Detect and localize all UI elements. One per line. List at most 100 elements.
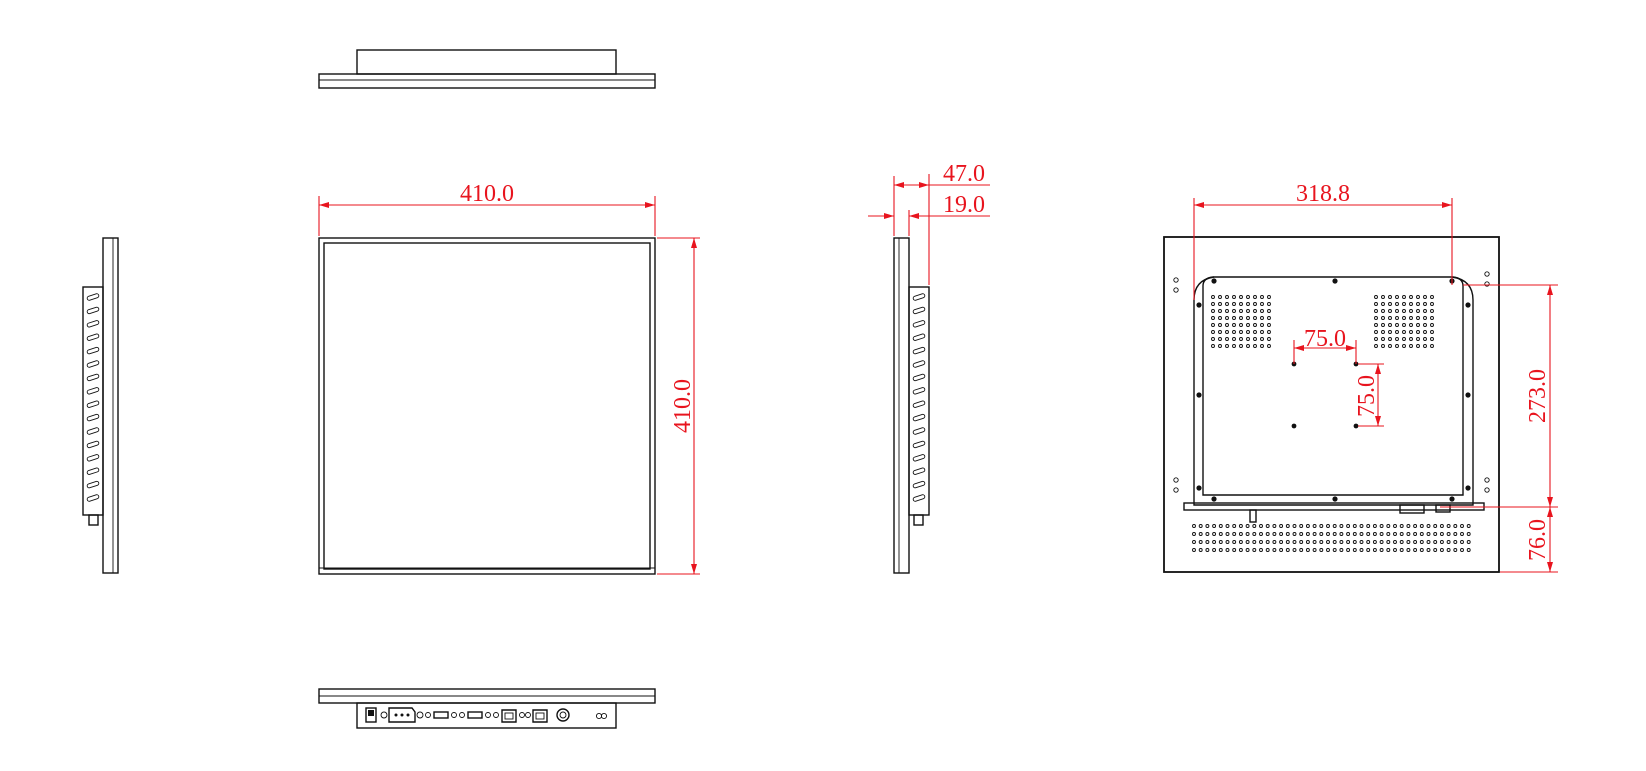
vent-hole [1259,532,1263,536]
rear-mounting-holes [1173,271,1490,502]
vent-hole [1292,532,1297,536]
vent-hole [1386,524,1391,528]
vesa-hole [1291,423,1297,429]
vent-hole [1239,337,1243,341]
vent-hole [1218,295,1222,299]
vent-hole [1374,330,1378,334]
vent-hole [1232,337,1236,341]
vent-hole [1466,540,1471,544]
vent-slot [86,373,100,382]
mount-hole [1484,477,1490,483]
vent-hole [1260,323,1264,327]
vent-hole [1381,295,1385,299]
front-view [318,237,656,575]
vent-slot [86,360,100,368]
vent-hole [1409,323,1413,327]
vent-hole [1423,295,1427,299]
vent-hole [1218,344,1222,348]
mount-hole [1173,277,1179,283]
vent-hole [1423,330,1427,334]
vent-hole [1239,330,1243,334]
total-depth-label: 47.0 [943,161,985,187]
vent-hole [1379,548,1384,552]
vent-hole [1225,309,1229,313]
mount-hole [1484,271,1490,277]
vent-hole [1198,532,1203,536]
vent-hole [1211,316,1215,320]
vent-hole [1416,309,1420,313]
vent-hole [1423,302,1427,306]
vent-hole [1446,548,1451,552]
vent-hole [1453,540,1458,544]
vent-hole [1372,524,1377,528]
vent-hole [1265,532,1270,536]
vent-hole [1419,548,1424,552]
vent-slot [86,454,100,462]
vent-hole [1460,532,1464,536]
vent-hole [1211,309,1215,313]
screw [1332,278,1338,284]
vent-hole [1388,330,1392,334]
vent-slot [912,306,926,315]
vent-hole [1232,302,1236,306]
mount-hole [1484,281,1490,287]
vent-hole [1253,344,1257,348]
vent-slot [86,387,100,395]
vesa-dimensions: 75.0 75.0 [1293,326,1384,427]
vent-hole [1393,524,1397,528]
vent-hole [1252,532,1257,536]
vent-hole [1272,540,1277,544]
vent-hole [1267,316,1271,320]
vent-hole [1393,540,1397,544]
vent-hole [1395,344,1399,348]
vent-hole [1260,337,1264,341]
vent-hole [1252,524,1257,528]
vent-slot [912,494,926,502]
vent-slot [86,480,100,489]
vent-hole [1218,524,1223,528]
vent-hole [1413,540,1418,544]
vent-hole [1260,295,1264,299]
vent-hole [1252,548,1257,552]
vent-hole [1423,344,1427,348]
vent-hole [1399,540,1404,544]
vent-hole [1339,532,1344,536]
vent-hole [1212,540,1217,544]
screw [1332,496,1338,502]
vent-hole [1423,316,1427,320]
vent-slot [912,373,926,382]
vent-hole [1402,302,1406,306]
vent-hole [1332,524,1337,528]
screw [1465,392,1471,398]
vent-hole [1267,344,1271,348]
vent-hole [1402,337,1406,341]
vent-hole [1423,323,1427,327]
vent-hole [1245,540,1250,544]
vent-hole [1265,540,1270,544]
vent-hole [1232,323,1236,327]
vent-slot [912,360,926,368]
vent-slot [912,440,926,449]
rear-height-dimensions: 273.0 76.0 [1440,284,1558,573]
vent-hole [1225,330,1229,334]
vent-hole [1245,524,1250,528]
vent-hole [1272,532,1277,536]
vent-hole [1460,540,1464,544]
vent-hole [1372,532,1377,536]
mount-hole [1173,287,1179,293]
vent-slot [912,427,926,435]
vent-hole [1319,540,1324,544]
vent-slot [86,440,100,449]
vent-hole [1279,540,1284,544]
vent-hole [1265,524,1270,528]
vent-hole [1279,548,1284,552]
vent-hole [1260,302,1264,306]
vent-hole [1218,540,1223,544]
vent-hole [1352,532,1357,536]
vent-hole [1225,295,1229,299]
vent-hole [1285,532,1290,536]
vent-slot [86,400,100,408]
vent-hole [1402,316,1406,320]
vent-hole [1218,309,1222,313]
